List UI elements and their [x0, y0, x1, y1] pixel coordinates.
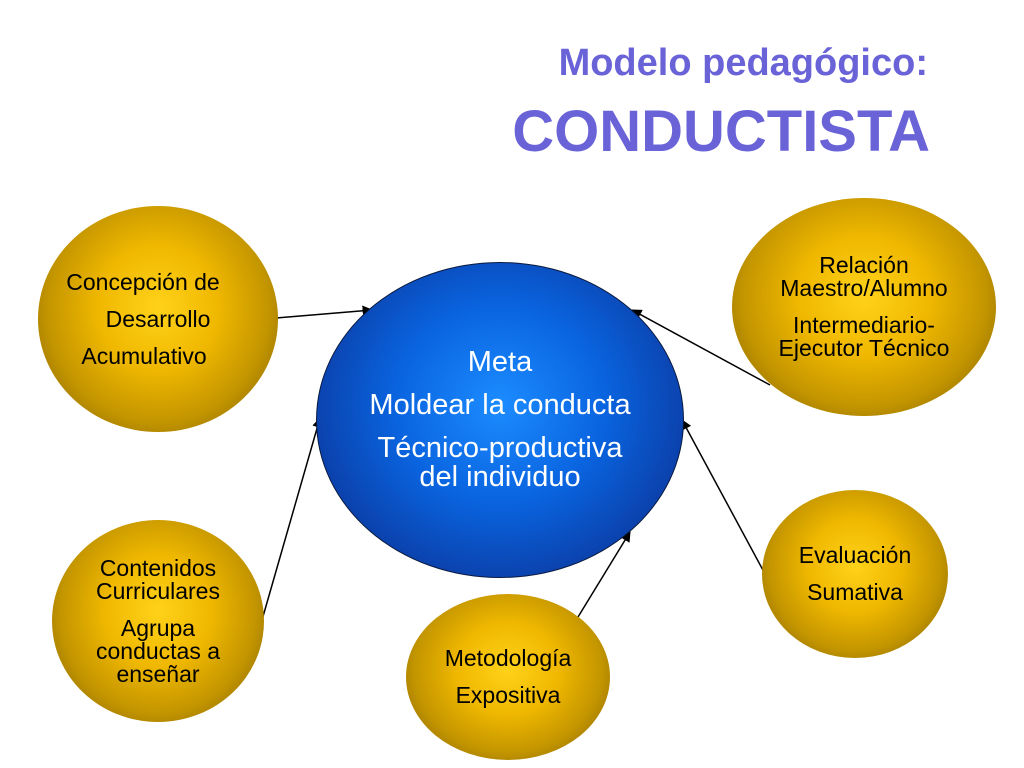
node-contenidos: Contenidos Curriculares Agrupa conductas… — [52, 520, 264, 722]
node-concepcion-line-2: Desarrollo — [105, 305, 211, 332]
node-contenidos-line-1: Contenidos — [99, 554, 217, 581]
center-label-individual: del individuo — [419, 461, 581, 493]
arrow-relacion-to-meta — [631, 309, 771, 386]
node-contenidos-line-5: enseñar — [116, 660, 200, 687]
arrow-metodologia-to-meta — [577, 531, 631, 618]
title-line-1: Modelo pedagógico: — [558, 42, 928, 84]
node-concepcion-line-3: Acumulativo — [81, 342, 207, 369]
node-evaluacion-line-1: Evaluación — [798, 542, 912, 568]
node-relacion: Relación Maestro/Alumno Intermediario- E… — [732, 198, 996, 416]
arrow-concepcion-to-meta — [275, 305, 374, 319]
node-relacion-line-3: Intermediario- — [793, 312, 935, 338]
node-metodologia-line-1: Metodología — [444, 645, 572, 671]
node-relacion-line-1: Relación — [819, 252, 909, 278]
node-contenidos-line-2: Curriculares — [96, 577, 220, 604]
center-label-goal: Moldear la conducta — [369, 389, 631, 421]
node-metodologia: Metodología Expositiva — [406, 594, 610, 760]
node-relacion-line-4: Ejecutor Técnico — [778, 335, 950, 361]
arrow-evaluacion-to-meta — [681, 419, 765, 573]
node-metodologia-line-2: Expositiva — [455, 682, 561, 708]
arrow-contenidos-to-meta — [261, 416, 323, 621]
node-concepcion: Concepción de Desarrollo Acumulativo — [38, 206, 278, 432]
center-node-meta: Meta Moldear la conducta Técnico-product… — [316, 262, 684, 578]
node-concepcion-line-1: Concepción de — [66, 268, 220, 295]
node-relacion-line-2: Maestro/Alumno — [780, 275, 948, 301]
node-evaluacion: Evaluación Sumativa — [762, 490, 948, 658]
node-contenidos-line-4: conductas a — [95, 637, 221, 664]
node-contenidos-line-3: Agrupa — [120, 614, 196, 641]
node-evaluacion-line-2: Sumativa — [807, 579, 903, 605]
center-label-technical: Técnico-productiva — [377, 432, 623, 464]
center-label-meta: Meta — [467, 346, 533, 378]
title-line-2: CONDUCTISTA — [512, 99, 930, 164]
